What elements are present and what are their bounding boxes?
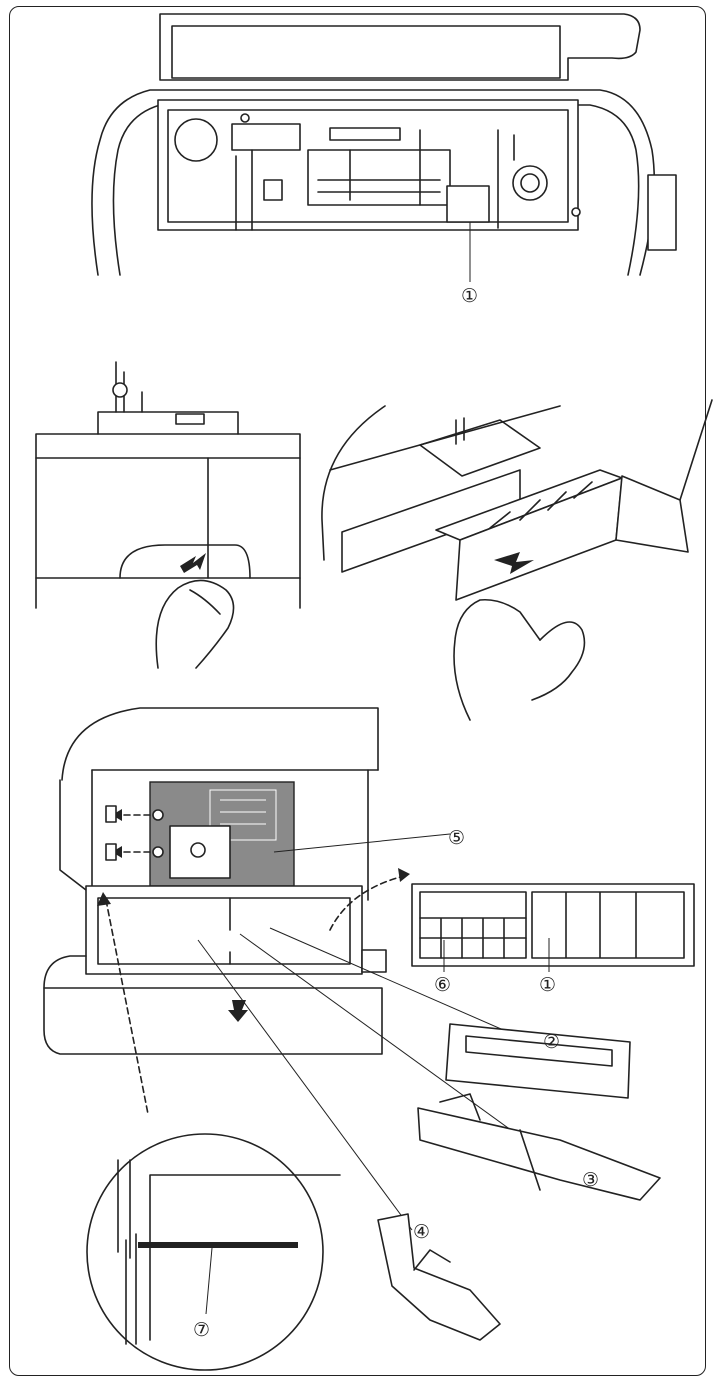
left-posts <box>235 149 253 231</box>
machine-front-outline <box>35 433 301 609</box>
right-hand-icon <box>531 621 586 701</box>
arrowhead-top <box>112 809 122 821</box>
screw-left <box>240 113 250 123</box>
box-lid <box>43 987 383 1055</box>
storage-tray <box>411 883 695 967</box>
open-lid <box>159 13 641 81</box>
hand-finger <box>189 589 221 615</box>
label-1-top: ① <box>461 285 478 307</box>
needle-plate-persp <box>419 419 541 477</box>
compartment-rim <box>167 109 569 223</box>
magnifier-circle <box>86 1133 324 1371</box>
push-arrow-icon <box>180 553 206 573</box>
left-bracket <box>231 123 301 151</box>
screw-right <box>571 207 581 217</box>
right-rods <box>497 129 515 229</box>
magnified-peg <box>125 1233 137 1345</box>
plate-peg-top <box>152 809 164 821</box>
tray-grid <box>419 917 527 959</box>
label-4: ④ <box>413 1221 430 1243</box>
magnified-pin <box>138 1242 298 1248</box>
label-7: ⑦ <box>193 1319 210 1341</box>
item-4-details <box>413 1249 451 1271</box>
label-5: ⑤ <box>448 827 465 849</box>
hand-icon <box>155 579 235 669</box>
label-1-box: ① <box>539 974 556 996</box>
open-box <box>85 885 363 975</box>
machine-top-view <box>91 13 677 282</box>
magnified-box-edges <box>117 1159 341 1341</box>
leader-2 <box>269 927 541 1047</box>
needle-clamp <box>112 382 128 398</box>
dashed-arrow-magnifier <box>105 899 149 1115</box>
center-top-bar <box>329 127 401 141</box>
side-peg-2 <box>105 843 117 861</box>
center-rods <box>349 129 421 206</box>
bobbin-cover-knob <box>190 842 206 858</box>
item-2-slot <box>465 1035 613 1067</box>
arm-back-edge <box>679 399 713 501</box>
label-3: ③ <box>582 1169 599 1191</box>
machine-head <box>61 707 379 781</box>
drawer-flap <box>615 475 689 553</box>
leader-4 <box>197 939 413 1231</box>
machine-arm-curve <box>321 405 386 561</box>
magnifier-arrowhead <box>97 892 111 906</box>
pull-arrow-icon <box>494 552 534 574</box>
drawer-dividers <box>489 481 593 529</box>
needle-plate-area <box>97 411 239 435</box>
left-block <box>263 179 283 201</box>
inner-compartment <box>157 99 579 231</box>
compartment-walls <box>91 769 369 901</box>
leader-7 <box>205 1247 213 1315</box>
tray-left-compartment <box>419 891 527 959</box>
item-3-details <box>439 1093 541 1191</box>
item-4-presser-foot <box>377 1213 501 1341</box>
lid-inner-frame <box>171 25 561 79</box>
open-box-inner <box>97 897 351 965</box>
leader-5 <box>273 833 451 853</box>
manual-page <box>9 6 706 1376</box>
curve-arrowhead <box>398 868 410 882</box>
storage-box-top <box>446 185 490 223</box>
plate-markings <box>209 789 277 841</box>
label-6: ⑥ <box>434 974 451 996</box>
label-2: ② <box>543 1031 560 1053</box>
bobbin-cover <box>169 825 231 879</box>
left-hand-icon <box>453 598 541 721</box>
side-peg-1 <box>105 805 117 823</box>
item-2-plate <box>445 1023 631 1099</box>
bobbin-window <box>175 413 205 425</box>
hand-wheel <box>647 174 677 251</box>
bobbin-winder-inner <box>520 173 540 193</box>
box-knob <box>361 949 387 973</box>
machine-side <box>59 779 87 891</box>
accessory-box-open-view <box>321 399 713 721</box>
plate-peg-bottom <box>152 846 164 858</box>
accessory-storage-view <box>43 707 695 1371</box>
lid-fold-arrow <box>228 1000 248 1022</box>
front-cover-push-view <box>35 361 301 669</box>
dashed-curve-arrow <box>329 875 405 931</box>
cover-notch <box>119 544 251 579</box>
lid-left-edge <box>43 955 87 989</box>
arrowhead-bottom <box>112 846 122 858</box>
item-3-buttonhole-foot <box>417 1107 661 1201</box>
tray-right-compartments <box>531 891 685 959</box>
spool-cap <box>174 118 218 162</box>
bobbin-winder <box>512 165 548 201</box>
needle-persp <box>455 417 465 445</box>
